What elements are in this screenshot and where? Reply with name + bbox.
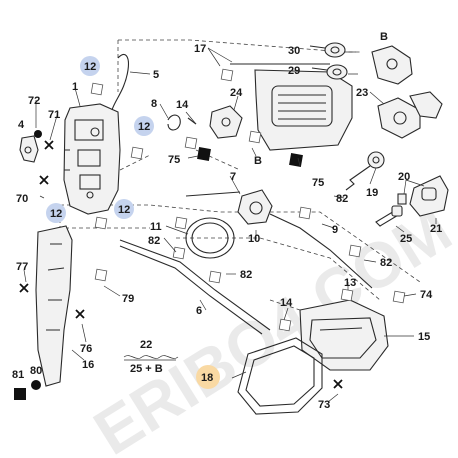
cable-part <box>111 53 129 111</box>
label-15: 15 <box>418 331 430 343</box>
rod-parts <box>119 213 373 335</box>
handle-bracket-parts <box>371 45 443 139</box>
label-73: 73 <box>318 399 330 411</box>
label-21: 21 <box>430 223 442 235</box>
label-82: 82 <box>380 257 392 269</box>
outer-handle-part <box>230 63 353 151</box>
label-75: 75 <box>312 177 324 189</box>
seal-part <box>237 337 323 415</box>
label-10: 10 <box>248 233 260 245</box>
callout-highlights <box>46 56 220 389</box>
label-9: 9 <box>332 224 338 236</box>
key-part <box>345 151 385 191</box>
handle-cup-part <box>299 299 389 371</box>
label-79: 79 <box>122 293 134 305</box>
ring-part <box>185 217 235 259</box>
label-77: 77 <box>16 261 28 273</box>
label-25-plus-b: 25 + B <box>130 363 163 375</box>
label-12: 12 <box>50 208 62 220</box>
label-82: 82 <box>336 193 348 205</box>
label-80: 80 <box>30 365 42 377</box>
label-4: 4 <box>18 119 25 131</box>
label-b: B <box>254 155 262 167</box>
label-12: 12 <box>84 61 96 73</box>
label-76: 76 <box>80 343 92 355</box>
inner-handle-part <box>185 189 273 225</box>
label-22: 22 <box>140 339 152 351</box>
callout-boxes <box>90 68 406 332</box>
label-6: 6 <box>196 305 202 317</box>
label-20: 20 <box>398 171 410 183</box>
lock-cylinder-parts <box>309 42 348 80</box>
label-81: 81 <box>12 369 24 381</box>
label-24: 24 <box>230 87 243 99</box>
label-70: 70 <box>16 193 28 205</box>
label-30: 30 <box>288 45 300 57</box>
label-12: 12 <box>138 121 150 133</box>
bracket-small-parts <box>167 105 243 139</box>
label-74: 74 <box>420 289 433 301</box>
label-82: 82 <box>148 235 160 247</box>
bracket-part <box>19 135 39 163</box>
label-5: 5 <box>153 69 159 81</box>
label-23: 23 <box>356 87 368 99</box>
label-18: 17 <box>194 43 206 55</box>
label-14: 14 <box>176 99 189 111</box>
label-25: 25 <box>400 233 412 245</box>
label-82: 82 <box>240 269 252 281</box>
label-b: B <box>380 31 388 43</box>
leader-lines <box>23 47 437 403</box>
label-7: 7 <box>230 171 236 183</box>
label-14: 14 <box>280 297 293 309</box>
panel-bracket-part <box>35 225 73 387</box>
callout-labels: 12 12 12 12 18 1 4 5 6 7 8 9 10 11 13 14… <box>12 31 442 411</box>
label-75: 75 <box>168 154 180 166</box>
label-8: 8 <box>151 98 157 110</box>
label-12: 12 <box>118 204 130 216</box>
label-17: 16 <box>82 359 94 371</box>
label-19: 19 <box>366 187 378 199</box>
label-13: 13 <box>344 277 356 289</box>
label-29: 29 <box>288 65 300 77</box>
label-11: 11 <box>150 221 162 233</box>
remote-key-parts <box>375 175 449 227</box>
label-1: 1 <box>72 81 78 93</box>
label-16: 18 <box>201 372 213 384</box>
group-note-decoration <box>123 355 179 359</box>
lock-body-part <box>63 103 121 215</box>
label-71: 71 <box>48 109 60 121</box>
label-72: 72 <box>28 95 40 107</box>
